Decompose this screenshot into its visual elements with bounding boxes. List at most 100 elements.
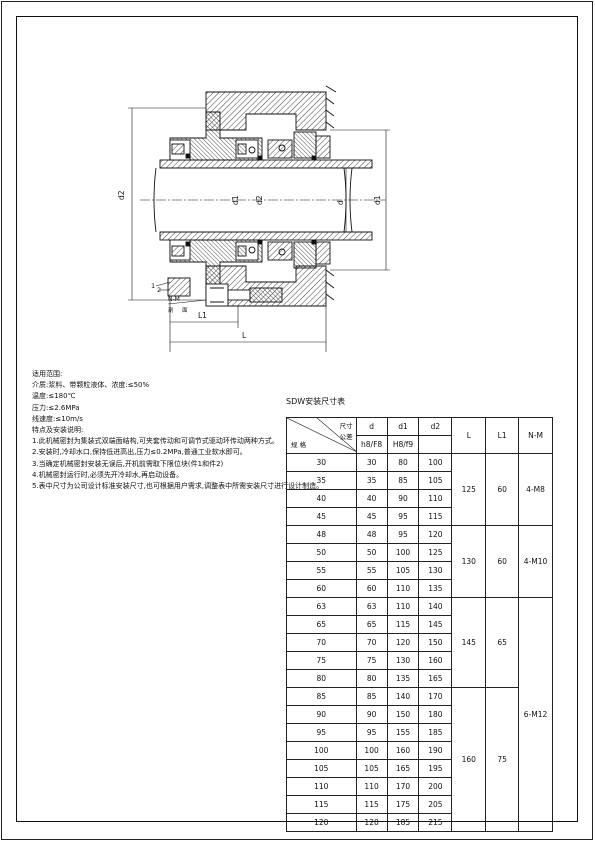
spec-cell: 80 xyxy=(286,669,357,688)
spec-cell: 70 xyxy=(286,633,357,652)
spec-cell: 115 xyxy=(286,795,357,814)
d-cell: 110 xyxy=(355,777,388,796)
d2-cell: 190 xyxy=(418,741,453,760)
header-d: d xyxy=(355,417,388,436)
dim-nm-label: N-M xyxy=(168,296,180,303)
d1-cell: 155 xyxy=(386,723,420,742)
d2-cell: 145 xyxy=(418,615,453,634)
dim-d1-label: d1 xyxy=(373,195,382,205)
d-cell: 75 xyxy=(355,651,388,670)
note-line: 线速度:≤10m/s xyxy=(32,414,83,423)
d1-cell: 85 xyxy=(386,471,420,490)
d-cell: 70 xyxy=(355,633,388,652)
d-cell: 105 xyxy=(355,759,388,778)
d2-cell: 180 xyxy=(418,705,453,724)
tolerance-row: h8/F8 H8/f9 xyxy=(287,435,553,454)
callout-1: 1 xyxy=(151,282,155,290)
spec-cell: 100 xyxy=(286,741,357,760)
tolerance-d: h8/F8 xyxy=(355,435,388,454)
note-line: 5.表中尺寸为公司设计标准安装尺寸,也可根据用户需求,调整表中所需安装尺寸进行设… xyxy=(32,482,324,491)
note-line: 适用范围: xyxy=(32,370,63,378)
d-cell: 45 xyxy=(355,507,388,526)
d-cell: 95 xyxy=(355,723,388,742)
spec-cell: 48 xyxy=(286,525,357,544)
d2-cell: 105 xyxy=(418,471,453,490)
d2-cell: 165 xyxy=(418,669,453,688)
d1-cell: 165 xyxy=(386,759,420,778)
d2-cell: 115 xyxy=(418,507,453,526)
spec-cell: 30 xyxy=(286,453,357,472)
d2-cell: 200 xyxy=(418,777,453,796)
header-spec-label: 规 格 xyxy=(291,441,307,449)
d1-cell: 130 xyxy=(386,651,420,670)
L1-cell: 60 xyxy=(485,525,520,598)
d-cell: 35 xyxy=(355,471,388,490)
dim-L-label: L xyxy=(242,331,247,340)
d2-cell: 195 xyxy=(418,759,453,778)
dim-L1-label: L1 xyxy=(198,311,207,320)
d1-cell: 105 xyxy=(386,561,420,580)
L-cell: 125 xyxy=(451,453,487,526)
d2-cell: 185 xyxy=(418,723,453,742)
header-dimension-label: 尺寸 xyxy=(339,422,353,430)
L1-cell: 75 xyxy=(485,687,520,832)
d-cell: 60 xyxy=(355,579,388,598)
spec-cell: 63 xyxy=(286,597,357,616)
spec-cell: 75 xyxy=(286,651,357,670)
d1-cell: 110 xyxy=(386,579,420,598)
d2-cell: 125 xyxy=(418,543,453,562)
L1-cell: 65 xyxy=(485,597,520,688)
spec-cell: 85 xyxy=(286,687,357,706)
dimension-table: 尺寸 公差 规 格 d d1 d2 L L1 N-M h8/F8 H8/f9 3… xyxy=(286,417,553,832)
spec-cell: 60 xyxy=(286,579,357,598)
d1-cell: 140 xyxy=(386,687,420,706)
d1-cell: 95 xyxy=(386,525,420,544)
note-line: 2.安装时,冷却水口,保持低进高出,压力≤0.2MPa,普通工业软水即可。 xyxy=(32,448,247,457)
d-cell: 30 xyxy=(355,453,388,472)
d2-cell: 160 xyxy=(418,651,453,670)
d2-cell: 120 xyxy=(418,525,453,544)
d2-cell: 110 xyxy=(418,489,453,508)
d1-cell: 80 xyxy=(386,453,420,472)
L1-cell: 60 xyxy=(485,453,520,526)
diagonal-lines xyxy=(287,418,357,452)
spec-cell: 35 xyxy=(286,471,357,490)
note-line: 特点及安装说明: xyxy=(32,426,84,435)
spec-cell: 90 xyxy=(286,705,357,724)
L-cell: 160 xyxy=(451,687,487,832)
spec-cell: 105 xyxy=(286,759,357,778)
d2-cell: 215 xyxy=(418,813,453,832)
table-header-row: 尺寸 公差 规 格 d d1 d2 L L1 N-M xyxy=(286,417,553,454)
d1-cell: 175 xyxy=(386,795,420,814)
header-d2: d2 xyxy=(418,417,453,436)
section-mark: 剖 xyxy=(168,306,174,314)
spec-cell: 95 xyxy=(286,723,357,742)
d1-cell: 185 xyxy=(386,813,420,832)
spec-cell: 110 xyxy=(286,777,357,796)
header-diagonal-cell: 尺寸 公差 规 格 xyxy=(286,417,357,454)
d1-cell: 170 xyxy=(386,777,420,796)
dim-shaft-d1: d1 xyxy=(231,195,240,205)
L-cell: 145 xyxy=(451,597,487,688)
L-cell: 130 xyxy=(451,525,487,598)
dim-d-label: d xyxy=(336,200,345,205)
d2-cell: 140 xyxy=(418,597,453,616)
d1-cell: 110 xyxy=(386,597,420,616)
d-cell: 80 xyxy=(355,669,388,688)
spec-cell: 120 xyxy=(286,813,357,832)
nm-cell: 6-M12 xyxy=(518,597,553,832)
d-cell: 100 xyxy=(355,741,388,760)
callout-2: 2 xyxy=(157,286,161,294)
header-NM: N-M xyxy=(518,417,553,454)
dim-d2-label: d2 xyxy=(117,190,126,200)
d-cell: 63 xyxy=(355,597,388,616)
note-line: 1.此机械密封为集装式双端面结构,可夹套传动和可调节式驱动环传动两种方式。 xyxy=(32,437,279,446)
